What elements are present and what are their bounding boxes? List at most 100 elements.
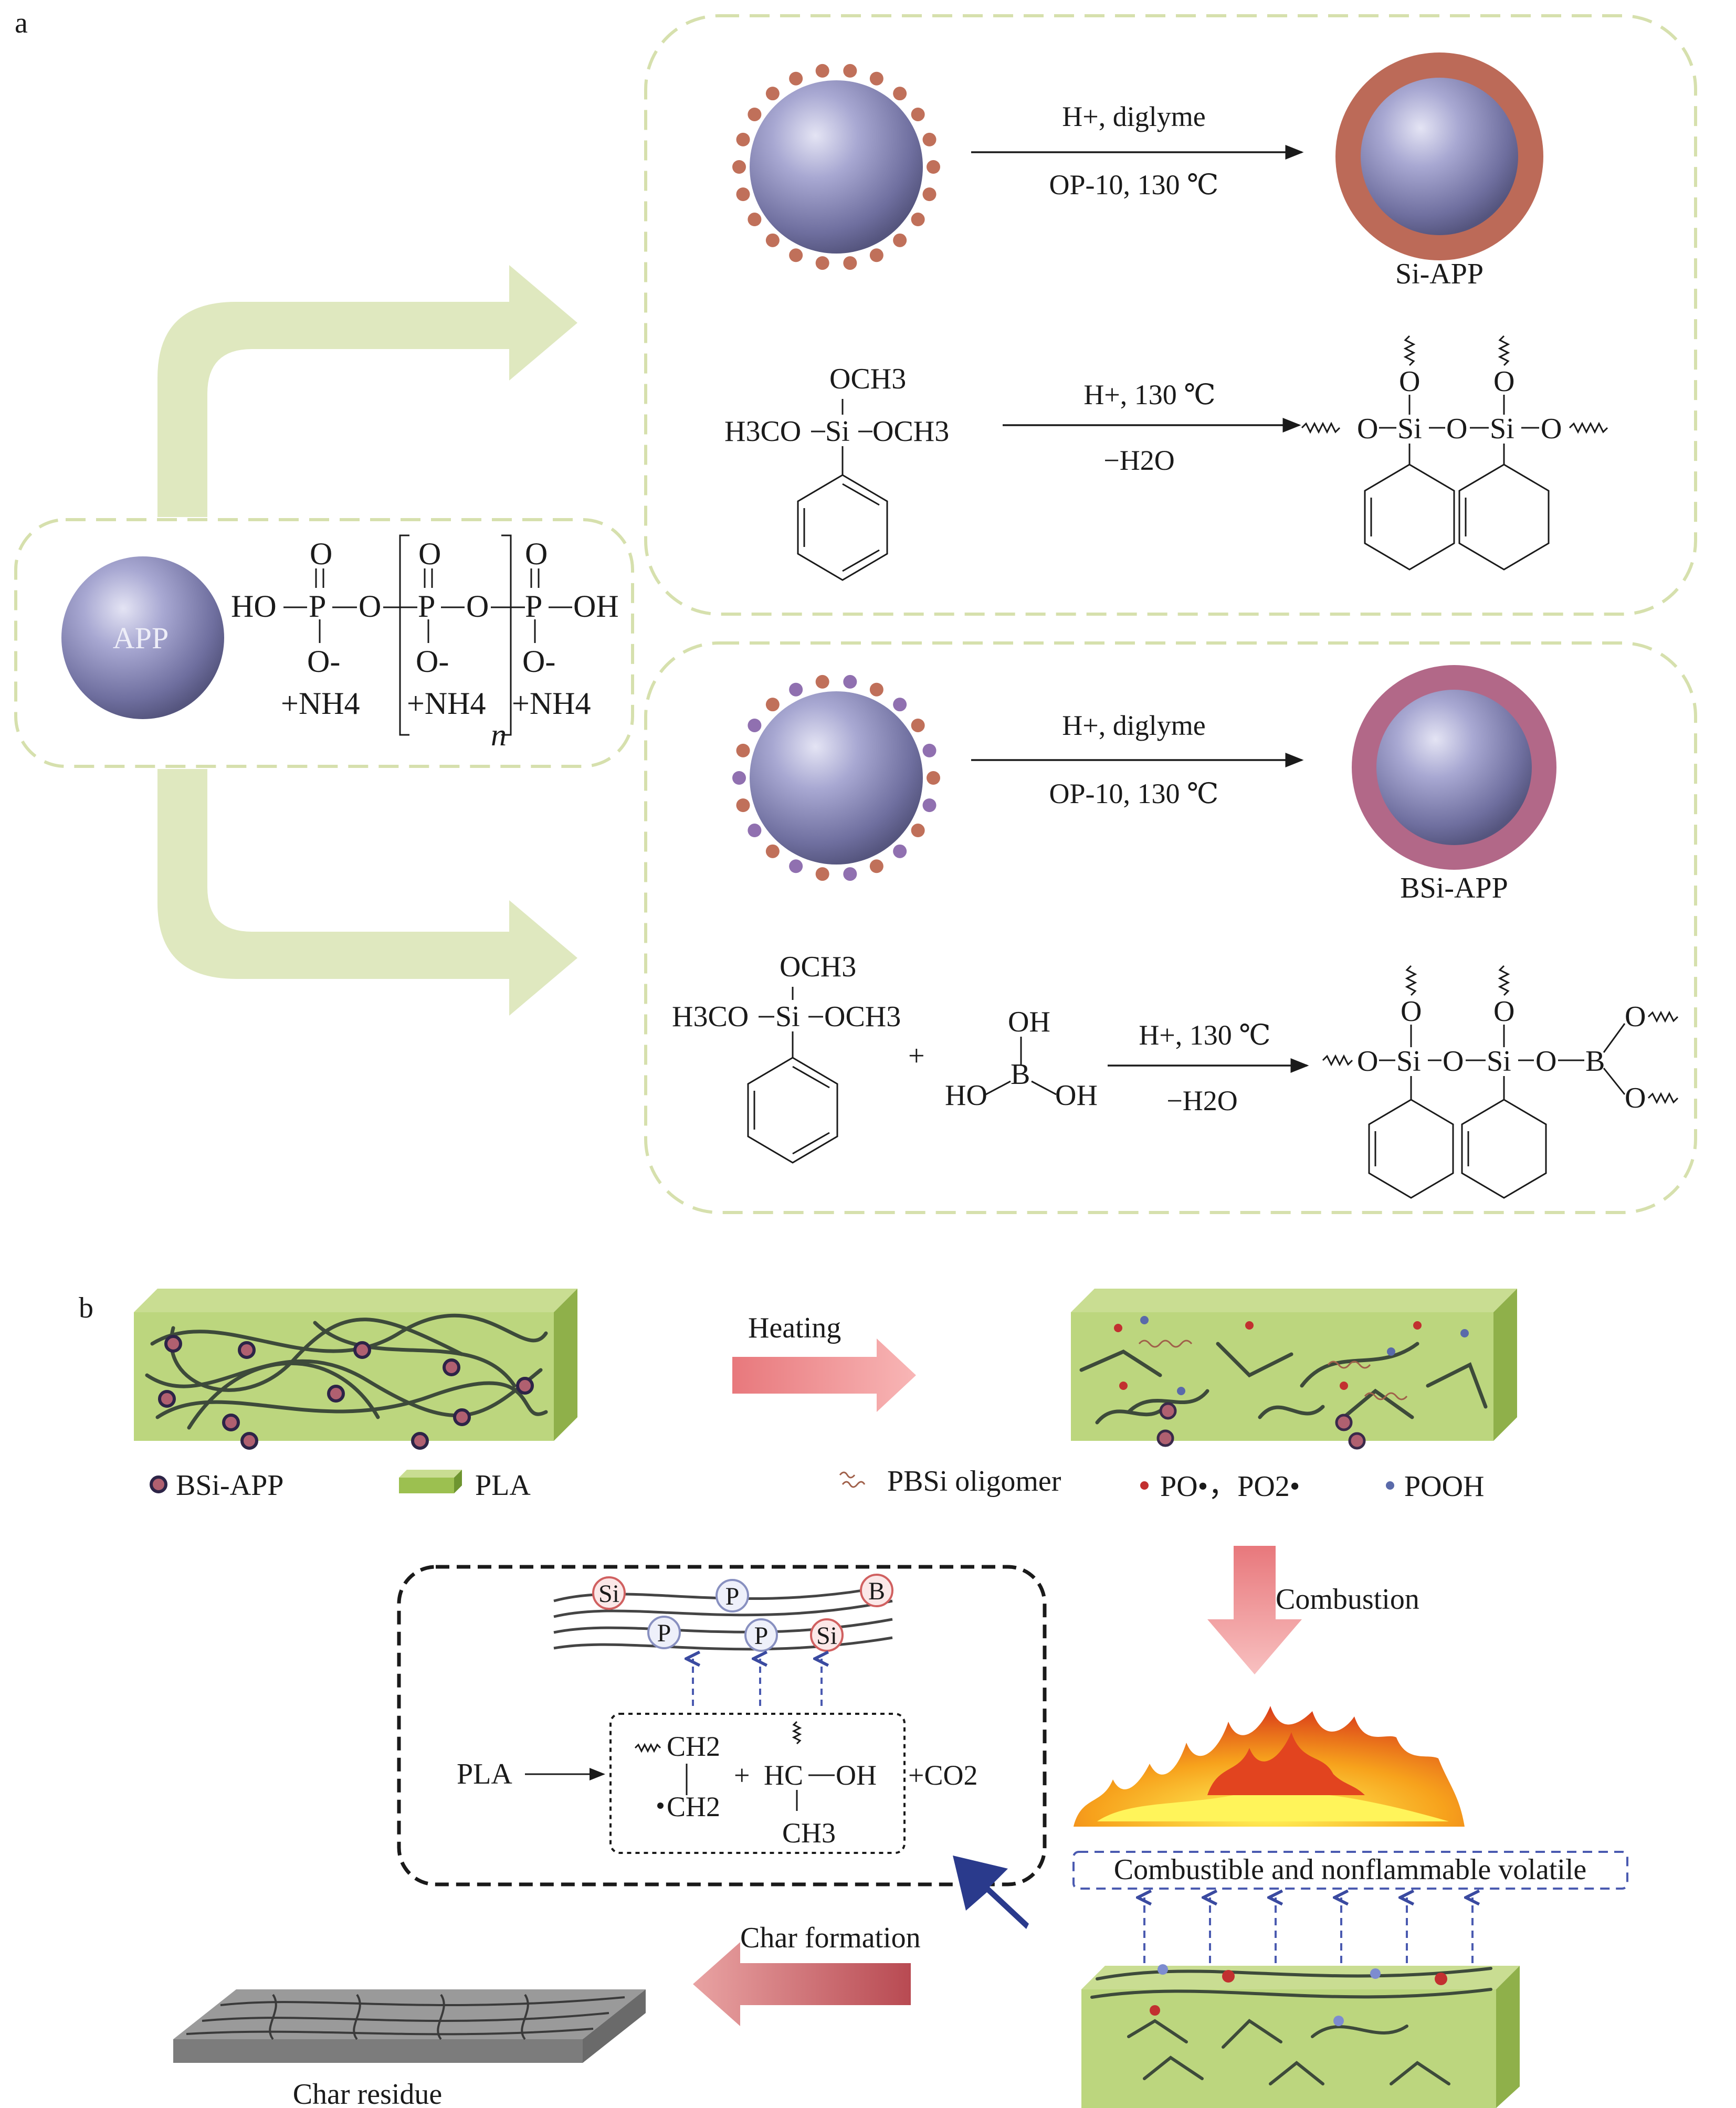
bottom-cond-1: H+, diglyme bbox=[1062, 710, 1205, 741]
surface-dot bbox=[893, 698, 907, 712]
panel-a-label: a bbox=[15, 7, 28, 39]
bsi-app-particle bbox=[222, 1414, 240, 1431]
si-app-label: Si-APP bbox=[1395, 258, 1484, 290]
svg-text:O-: O- bbox=[307, 644, 340, 679]
svg-text:H3CO: H3CO bbox=[672, 1000, 749, 1033]
bottom-cond-3: H+, 130 ℃ bbox=[1139, 1019, 1270, 1051]
bottom-particle-decorated bbox=[732, 674, 940, 881]
surface-dot bbox=[843, 256, 857, 270]
svg-text:B: B bbox=[1011, 1058, 1030, 1091]
svg-text:Si: Si bbox=[775, 1000, 800, 1033]
top-polysiloxane: O Si O Si O O O bbox=[1301, 335, 1608, 571]
panel-b-label: b bbox=[79, 1292, 93, 1324]
pla-block-initial bbox=[134, 1289, 577, 1450]
svg-text:O: O bbox=[1493, 995, 1514, 1028]
svg-text:O: O bbox=[1399, 365, 1420, 398]
char-atom-label: B bbox=[868, 1577, 885, 1605]
top-particle-decorated bbox=[732, 64, 940, 270]
bsi-app-particle bbox=[158, 1390, 176, 1408]
svg-text:O: O bbox=[1541, 413, 1562, 445]
char-atom bbox=[592, 1576, 626, 1610]
legend-pla: PLA bbox=[475, 1469, 531, 1502]
surface-dot bbox=[789, 859, 803, 873]
svg-text:O: O bbox=[359, 589, 381, 624]
flame-icon bbox=[1074, 1706, 1465, 1827]
surface-dot bbox=[927, 771, 940, 785]
feedback-arrow bbox=[953, 1856, 1029, 1929]
surface-dot bbox=[789, 71, 803, 86]
combustion-arrow bbox=[1207, 1546, 1302, 1674]
bsi-app-particle bbox=[240, 1432, 258, 1450]
app-sphere bbox=[61, 556, 224, 719]
surface-dot bbox=[843, 674, 857, 689]
surface-dot bbox=[736, 798, 750, 813]
top-cond-2: OP-10, 130 ℃ bbox=[1049, 169, 1219, 201]
products-box bbox=[609, 1713, 906, 1854]
surface-dot bbox=[765, 233, 780, 247]
surface-dot bbox=[922, 132, 937, 146]
surface-dot bbox=[765, 844, 780, 858]
svg-text:OH: OH bbox=[573, 589, 619, 624]
bottom-cond-2: OP-10, 130 ℃ bbox=[1049, 778, 1219, 809]
svg-text:Si: Si bbox=[825, 415, 850, 448]
bottom-borosiloxane: O Si O Si O B O O O O bbox=[1322, 965, 1679, 1199]
legend-radicals: PO•，PO2• bbox=[1160, 1470, 1300, 1503]
svg-text:CH3: CH3 bbox=[782, 1817, 836, 1849]
bsi-app-core bbox=[1376, 690, 1532, 845]
char-atom-label: Si bbox=[816, 1622, 837, 1650]
svg-text:O: O bbox=[1357, 413, 1378, 445]
svg-text:OCH3: OCH3 bbox=[829, 363, 906, 395]
mechanism-box bbox=[397, 1565, 1047, 1886]
legend-oligomer-icon bbox=[839, 1471, 866, 1488]
volatile-arrows bbox=[1144, 1898, 1472, 1963]
surface-dot bbox=[732, 771, 746, 785]
char-atom-label: Si bbox=[598, 1580, 619, 1608]
surface-dot bbox=[748, 213, 762, 227]
surface-dot bbox=[911, 718, 925, 732]
bottom-cond-4: −H2O bbox=[1166, 1085, 1237, 1116]
legend-bsi-app-icon bbox=[150, 1475, 167, 1493]
surface-dot bbox=[815, 867, 829, 881]
svg-text:O: O bbox=[1401, 995, 1422, 1028]
svg-text:Si: Si bbox=[1397, 413, 1422, 445]
svg-text:O: O bbox=[1357, 1045, 1378, 1078]
svg-text:OCH3: OCH3 bbox=[780, 951, 856, 983]
svg-text:P: P bbox=[525, 589, 542, 624]
top-cond-1: H+, diglyme bbox=[1062, 101, 1205, 132]
surface-dot bbox=[911, 213, 925, 227]
top-cond-4: −H2O bbox=[1103, 445, 1174, 476]
legend-radicals-icon bbox=[1140, 1481, 1149, 1490]
heating-arrow bbox=[732, 1338, 916, 1412]
legend-pla-icon bbox=[399, 1470, 462, 1493]
bsi-app-particle bbox=[164, 1335, 182, 1353]
surface-dot bbox=[732, 160, 746, 174]
svg-text:O-: O- bbox=[522, 644, 555, 679]
surface-dot bbox=[789, 248, 803, 262]
svg-text:O-: O- bbox=[416, 644, 449, 679]
svg-text:Si: Si bbox=[1487, 1045, 1511, 1078]
svg-text:+CO2: +CO2 bbox=[908, 1759, 977, 1791]
bsi-app-particle bbox=[443, 1358, 460, 1376]
char-up-arrows bbox=[693, 1659, 822, 1706]
surface-dot bbox=[765, 698, 780, 712]
volatile-box bbox=[1072, 1851, 1628, 1890]
svg-text:O: O bbox=[1625, 1000, 1646, 1033]
char-atom bbox=[860, 1574, 893, 1607]
svg-text:O: O bbox=[1493, 365, 1514, 398]
bsi-app-particle bbox=[453, 1408, 471, 1426]
svg-text:+: + bbox=[734, 1759, 750, 1791]
surface-dot bbox=[869, 248, 883, 262]
bsi-app-particle bbox=[516, 1377, 534, 1395]
svg-text:CH2: CH2 bbox=[667, 1791, 720, 1822]
char-atom-label: P bbox=[725, 1583, 740, 1610]
heating-label: Heating bbox=[748, 1312, 841, 1344]
top-cond-3: H+, 130 ℃ bbox=[1083, 379, 1215, 410]
char-residue-slab bbox=[173, 1989, 646, 2063]
surface-dot bbox=[922, 743, 937, 757]
pla-block-burning bbox=[1081, 1964, 1520, 2108]
svg-text:O: O bbox=[1625, 1082, 1646, 1114]
svg-text:n: n bbox=[491, 718, 507, 752]
bsi-app-label: BSi-APP bbox=[1400, 872, 1508, 904]
